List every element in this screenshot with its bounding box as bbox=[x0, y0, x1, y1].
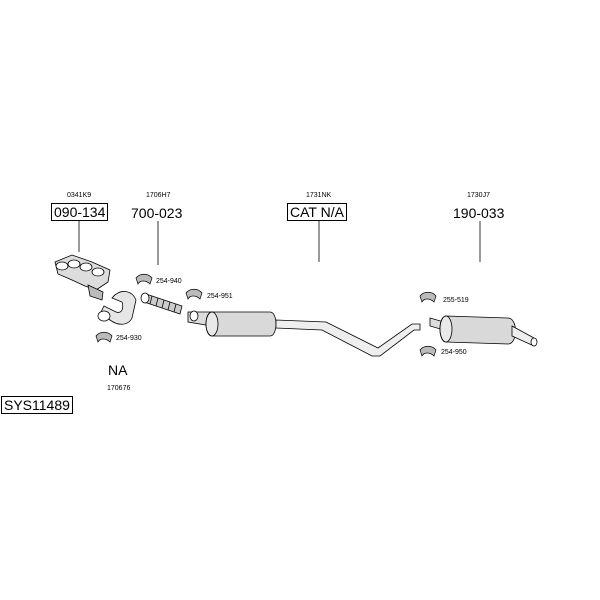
part-code-090-134: 090-134 bbox=[51, 203, 109, 221]
clamp-label-254-930: 254-930 bbox=[116, 335, 142, 342]
part-code-700-023: 700-023 bbox=[131, 205, 183, 221]
catalytic-converter bbox=[187, 310, 421, 357]
part-ref-1730j7: 1730J7 bbox=[467, 192, 490, 199]
clamp-label-254-951: 254-951 bbox=[207, 293, 233, 300]
part-ref-0341k9: 0341K9 bbox=[67, 192, 92, 199]
clamp-label-254-950: 254-950 bbox=[441, 349, 467, 356]
exhaust-manifold bbox=[54, 254, 111, 301]
part-code-190-033: 190-033 bbox=[453, 205, 505, 221]
system-id: SYS11489 bbox=[1, 396, 73, 414]
clamp-label-255-519: 255-519 bbox=[443, 297, 469, 304]
rear-silencer bbox=[429, 315, 538, 347]
flex-pipe bbox=[140, 292, 183, 315]
clamp-label-254-940: 254-940 bbox=[156, 278, 182, 285]
na-code: NA bbox=[108, 362, 128, 378]
front-pipe bbox=[97, 291, 137, 325]
part-ref-1731nk: 1731NK bbox=[306, 192, 332, 199]
na-ref: 170676 bbox=[107, 385, 131, 392]
clamp-icon bbox=[95, 273, 437, 357]
part-code-cat-na: CAT N/A bbox=[287, 203, 347, 221]
part-ref-1706h7: 1706H7 bbox=[146, 192, 171, 199]
